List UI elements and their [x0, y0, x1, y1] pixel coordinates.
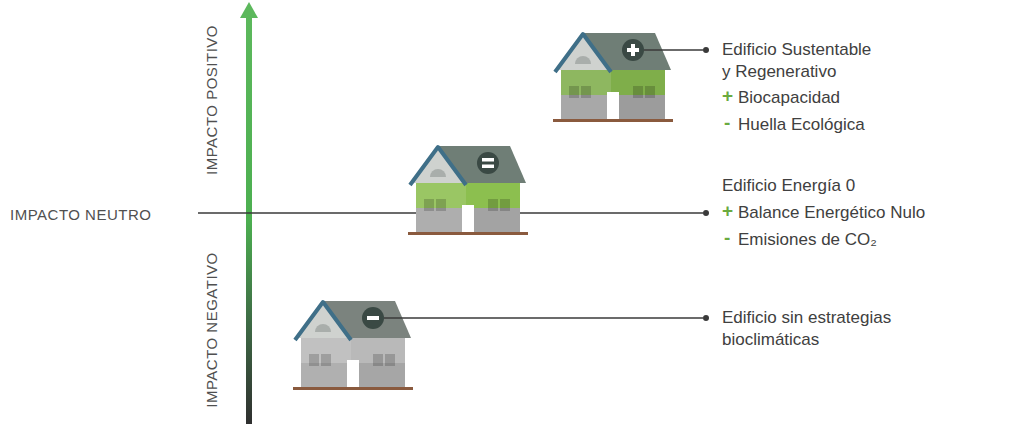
bullet-plus: +: [722, 200, 733, 222]
bullet-text: Emisiones de CO₂: [738, 229, 988, 251]
bullet-text: Biocapacidad: [738, 87, 988, 109]
building-title: Edificio Energía 0: [722, 175, 972, 197]
leader-line: [644, 49, 703, 51]
leader-dot: [703, 47, 709, 53]
house-zero-energy: [408, 146, 528, 235]
house-sustainable: [553, 33, 673, 122]
leader-dot: [703, 315, 709, 321]
axis-arrowhead: [240, 2, 258, 18]
house-conventional: [293, 301, 413, 390]
building-title: Edificio sin estrategias bioclimáticas: [722, 307, 932, 351]
axis-label: IMPACTO NEUTRO: [10, 204, 151, 226]
bullet-minus: -: [724, 112, 730, 134]
axis-label: IMPACTO POSITIVO: [201, 25, 223, 175]
bullet-text: Huella Ecológica: [738, 114, 988, 136]
leader-line: [384, 317, 703, 319]
bullet-minus: -: [724, 227, 730, 249]
bullet-text: Balance Energético Nulo: [738, 202, 1008, 224]
impact-axis: [246, 16, 252, 424]
building-title: Edificio Sustentable y Regenerativo: [722, 39, 878, 83]
leader-dot: [703, 210, 709, 216]
bullet-plus: +: [722, 85, 733, 107]
axis-label: IMPACTO NEGATIVO: [201, 252, 223, 408]
